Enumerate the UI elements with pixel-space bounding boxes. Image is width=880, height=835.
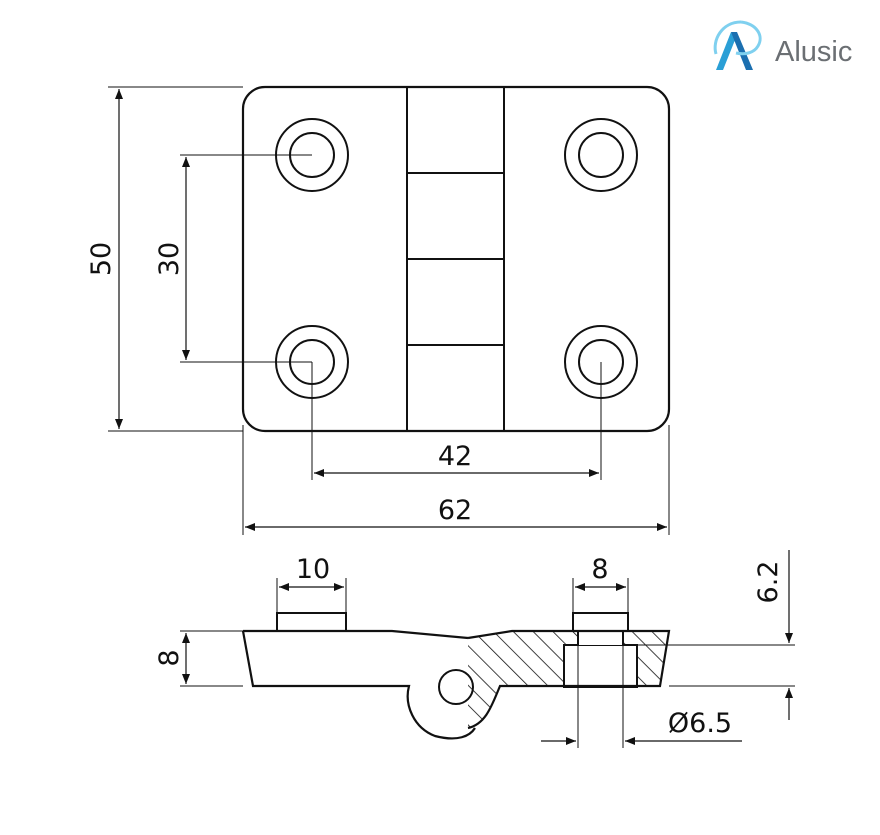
hinge-pin bbox=[438, 669, 474, 705]
alusic-logo-icon bbox=[713, 20, 762, 70]
mounting-hole bbox=[564, 118, 638, 192]
dim-depth: 6.2 bbox=[753, 561, 784, 604]
dim-leaf-thickness: 8 bbox=[154, 649, 185, 666]
hinge-leaf-right bbox=[467, 629, 671, 730]
dim-hole-spacing-horizontal: 42 bbox=[438, 441, 472, 472]
side-view-dimensions: 10 8 8 6.2 Ø6.5 bbox=[154, 550, 795, 748]
dim-hole-spacing-vertical: 30 bbox=[154, 242, 185, 276]
counterbore-section bbox=[563, 644, 638, 688]
dim-width-total: 62 bbox=[438, 495, 472, 526]
hinge-outline bbox=[241, 85, 671, 433]
brand-logo: Alusic bbox=[713, 20, 852, 70]
dim-hole-diameter: Ø6.5 bbox=[668, 708, 732, 739]
screw-head-right bbox=[572, 612, 629, 632]
dim-height-total: 50 bbox=[86, 242, 117, 276]
dim-hole-width: 8 bbox=[591, 554, 608, 585]
hinge-side-view bbox=[241, 612, 671, 740]
top-view-dimensions: 50 30 42 62 bbox=[86, 86, 670, 535]
brand-name: Alusic bbox=[775, 36, 852, 68]
hinge-top-view bbox=[241, 85, 671, 433]
screw-head-left bbox=[276, 612, 347, 632]
dim-counterbore-width: 10 bbox=[296, 554, 330, 585]
hinge-leaf-left bbox=[241, 629, 476, 740]
